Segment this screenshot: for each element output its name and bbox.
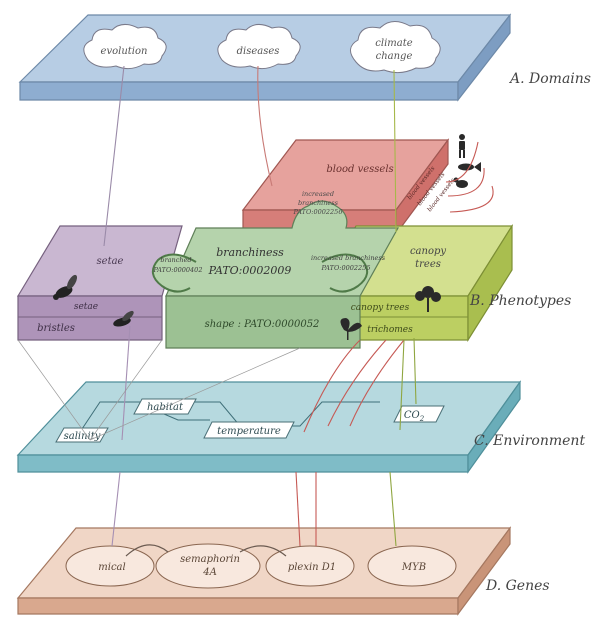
fly-icon xyxy=(53,274,78,300)
domain-climate-line1: climate xyxy=(375,38,412,49)
gene-sema-2: 4A xyxy=(202,567,217,578)
pheno-trichomes: trichomes xyxy=(367,325,413,335)
pheno-inc-branch-right-1: increased branchiness xyxy=(311,254,386,262)
env-co2: CO2 xyxy=(404,410,425,423)
pheno-inc-branch-right-2: PATO:0002255 xyxy=(321,264,371,272)
pheno-inc-branch-top-3: PATO:0002256 xyxy=(293,208,343,216)
pheno-branched-2: PATO:0000402 xyxy=(153,266,203,274)
gene-plexin: plexin D1 xyxy=(288,562,336,573)
pheno-canopy-1: canopy xyxy=(410,246,446,257)
gene-sema-1: semaphorin xyxy=(180,554,240,565)
pheno-branchiness-id: PATO:0002009 xyxy=(208,264,292,277)
pheno-bristles: bristles xyxy=(37,323,75,334)
pheno-branched-1: branched xyxy=(160,256,191,264)
pheno-shape: shape : PATO:0000052 xyxy=(205,319,320,330)
pheno-canopy-side: canopy trees xyxy=(351,303,410,313)
env-salinity: salinity xyxy=(64,431,101,442)
gene-myb-shape xyxy=(367,545,457,587)
cross-layer-links xyxy=(17,65,417,547)
env-temperature: temperature xyxy=(217,426,281,437)
gene-myb: MYB xyxy=(401,562,426,573)
layer-environment: salinity habitat temperature CO2 xyxy=(16,380,522,474)
pheno-blood-vessels: blood vessels xyxy=(326,164,393,175)
label-phenotypes: B. Phenotypes xyxy=(469,293,571,309)
plant-icon xyxy=(340,318,362,340)
gene-plexin-shape xyxy=(265,545,355,587)
gene-mical: mical xyxy=(98,562,125,573)
domain-diseases: diseases xyxy=(237,46,280,57)
layer-genes: mical semaphorin 4A plexin D1 MYB xyxy=(16,526,512,616)
layer-domains: evolution diseases climate change xyxy=(18,13,512,102)
tree-icon xyxy=(415,286,441,312)
label-environment: C. Environment xyxy=(474,433,585,449)
fly-small-icon xyxy=(113,310,134,327)
domain-climate-line2: change xyxy=(376,51,413,62)
gene-mical-shape xyxy=(65,545,155,587)
domain-evolution: evolution xyxy=(101,46,148,57)
label-genes: D. Genes xyxy=(485,578,550,594)
pheno-branchiness: branchiness xyxy=(216,246,284,259)
layer-phenotypes: blood vessels increased branchiness PATO… xyxy=(16,134,514,349)
label-domains: A. Domains xyxy=(508,71,591,87)
gene-sema-shape xyxy=(155,543,261,589)
pheno-setae-side: setae xyxy=(74,302,98,312)
env-co2-main: CO xyxy=(404,410,420,421)
pheno-canopy-2: trees xyxy=(415,259,441,270)
pheno-inc-branch-top-2: branchiness xyxy=(298,199,339,207)
mouse-icon xyxy=(453,177,468,188)
cloud-climate xyxy=(350,21,441,74)
pheno-setae: setae xyxy=(97,256,124,267)
human-icon xyxy=(459,134,465,158)
pheno-inc-branch-top-1: increased xyxy=(302,190,334,198)
env-co2-sub: 2 xyxy=(419,415,425,423)
env-habitat: habitat xyxy=(147,402,184,413)
